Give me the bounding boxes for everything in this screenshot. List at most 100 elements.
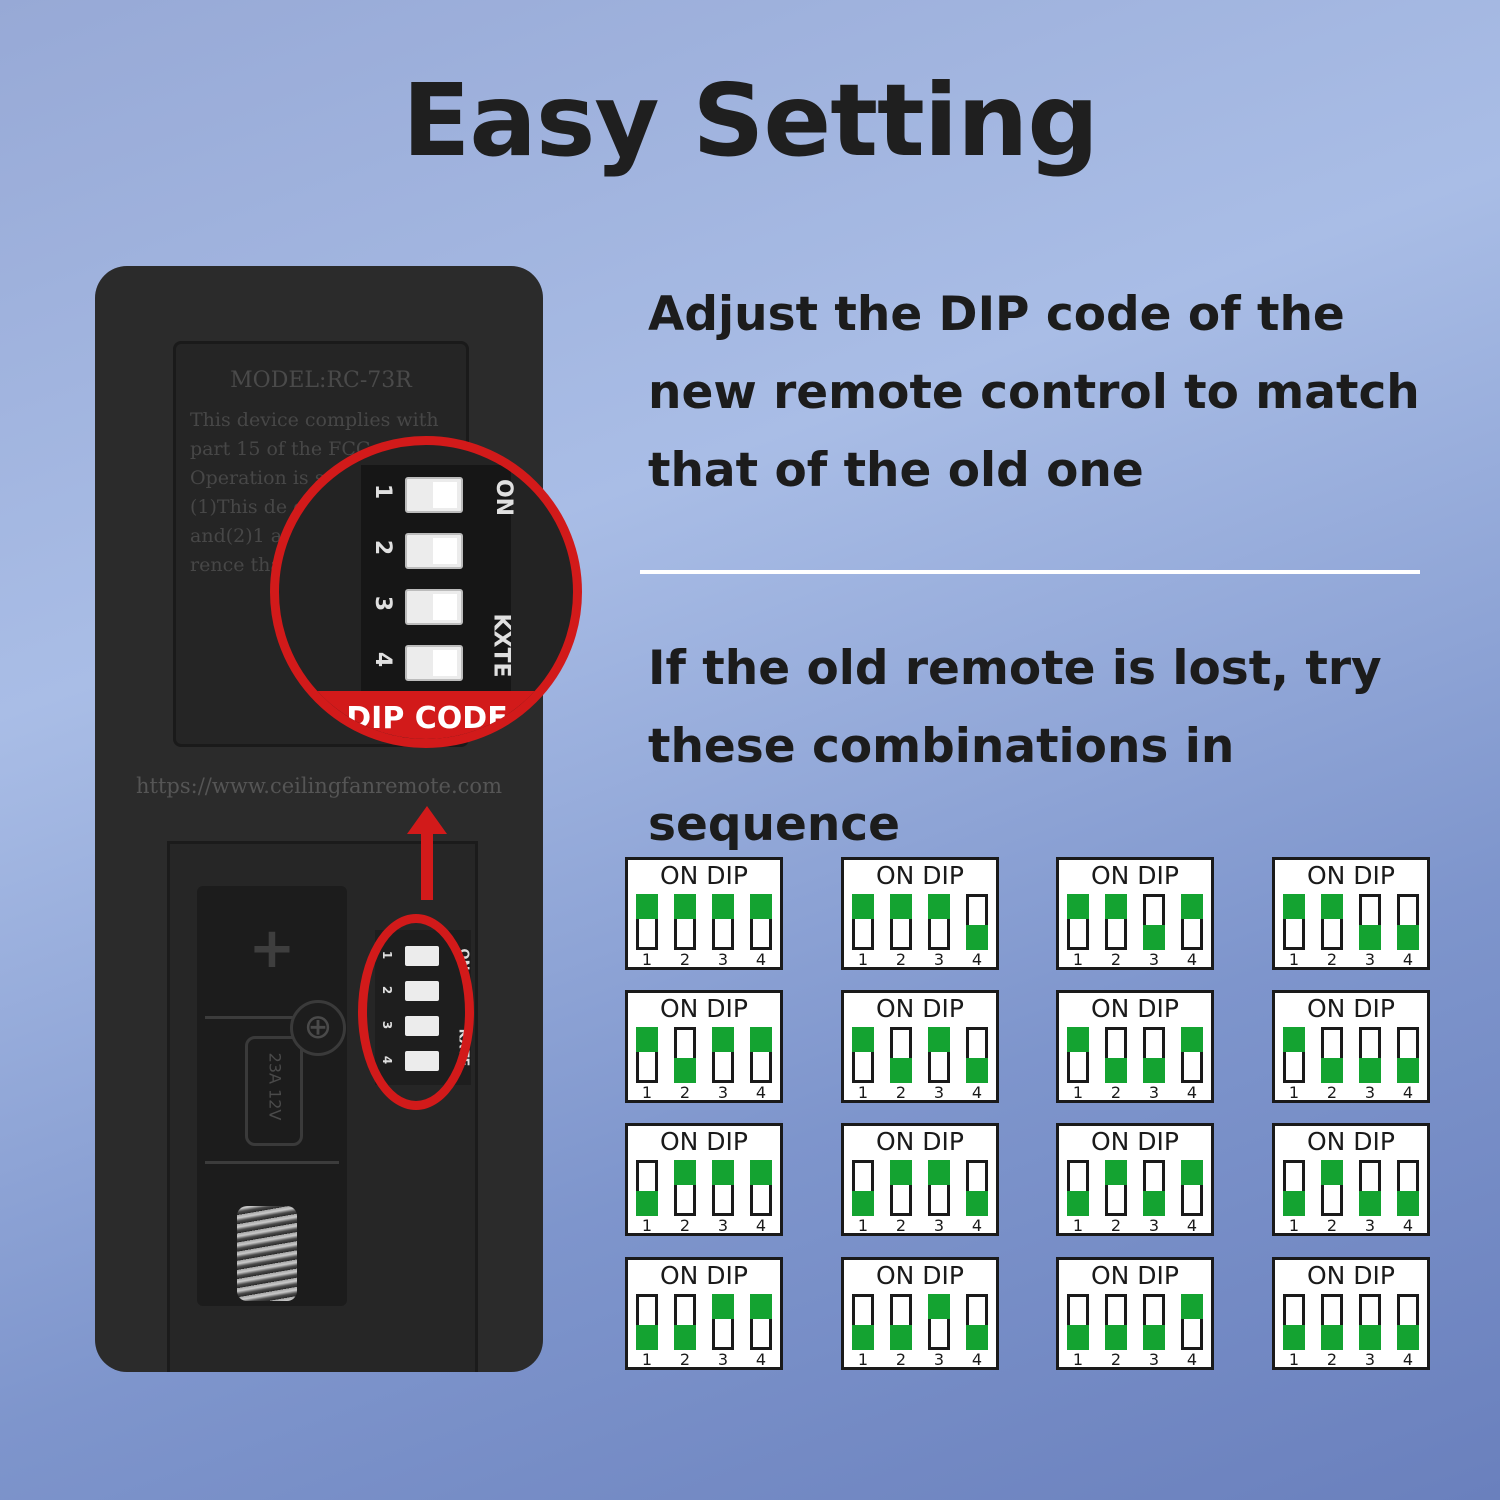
dip-switch-2-off	[890, 1027, 912, 1083]
switch-knob	[1143, 925, 1165, 950]
switch-number: 2	[895, 1350, 907, 1369]
switch-number: 2	[895, 950, 907, 969]
dip-switch-2-off	[890, 1294, 912, 1350]
combination-header: ON DIP	[1306, 861, 1396, 890]
switch-number: 2	[1110, 1083, 1122, 1102]
switch-knob	[636, 1027, 658, 1052]
switch-knob	[890, 1160, 912, 1185]
switch-knob	[1143, 1058, 1165, 1083]
combination-header: ON DIP	[1090, 1261, 1180, 1290]
switch-number: 4	[1186, 1216, 1198, 1235]
switch-knob	[1321, 894, 1343, 919]
dip-switch-1-on	[636, 894, 658, 950]
switch-number: 4	[755, 950, 767, 969]
switch-number: 4	[971, 1216, 983, 1235]
switch-number: 1	[641, 1083, 653, 1102]
dip-switch-2-on	[890, 894, 912, 950]
switch-knob	[1359, 925, 1381, 950]
dip-switch-2-on	[1105, 1160, 1127, 1216]
switch-knob	[1181, 1294, 1203, 1319]
battery-slot: + 23A 12V	[197, 886, 347, 1306]
switch-knob	[712, 1027, 734, 1052]
dip-switch-2-on	[890, 1160, 912, 1216]
combination-header: ON DIP	[659, 994, 749, 1023]
dip-switch-1-on	[1283, 1027, 1305, 1083]
switch-knob	[852, 1325, 874, 1350]
dip-switch-2-off	[1105, 1294, 1127, 1350]
switch-number: 3	[717, 1083, 729, 1102]
dip-switch-4-off	[966, 1027, 988, 1083]
switch-knob	[674, 1058, 696, 1083]
switch-number: 2	[1110, 1216, 1122, 1235]
magnified-dip-switch-1	[405, 477, 463, 513]
switch-on-label: ON	[491, 478, 517, 517]
switch-knob	[636, 1325, 658, 1350]
switch-number: 1	[857, 950, 869, 969]
magnified-switch-number: 4	[370, 651, 396, 668]
dip-switch-1-off	[852, 1294, 874, 1350]
switch-number: 1	[641, 950, 653, 969]
dip-switch-3-off	[1359, 1160, 1381, 1216]
switch-number: 2	[679, 1350, 691, 1369]
switch-number: 1	[1072, 1350, 1084, 1369]
dip-switch-1-off	[1283, 1294, 1305, 1350]
switch-number: 1	[1288, 1216, 1300, 1235]
combination-header: ON DIP	[1306, 1261, 1396, 1290]
plus-icon: +	[248, 916, 296, 981]
dip-code-label: DIP CODE	[346, 701, 508, 736]
switch-number: 2	[1326, 1350, 1338, 1369]
switch-number: 4	[1186, 950, 1198, 969]
magnified-dip-switch-4	[405, 645, 463, 681]
switch-knob	[636, 1191, 658, 1216]
switch-knob	[1321, 1325, 1343, 1350]
battery-compartment: + 23A 12V	[167, 841, 478, 1372]
dip-switch-2-off	[1321, 1027, 1343, 1083]
switch-knob	[1105, 1160, 1127, 1185]
switch-number: 3	[1148, 1083, 1160, 1102]
switch-number: 4	[755, 1216, 767, 1235]
slot-divider	[205, 1161, 339, 1164]
combination-header: ON DIP	[659, 1261, 749, 1290]
switch-number: 1	[1288, 950, 1300, 969]
switch-number: 1	[857, 1216, 869, 1235]
switch-number: 3	[1364, 1350, 1376, 1369]
dip-switch-4-on	[750, 1294, 772, 1350]
dip-switch-1-off	[1283, 1160, 1305, 1216]
switch-knob	[1321, 1058, 1343, 1083]
battery-type-label: 23A 12V	[245, 1036, 303, 1146]
switch-knob	[750, 894, 772, 919]
dip-switch-2-on	[1105, 894, 1127, 950]
switch-number: 3	[1364, 1216, 1376, 1235]
switch-number: 1	[641, 1350, 653, 1369]
dip-switch-3-on	[928, 1027, 950, 1083]
dip-switch-3-off	[1143, 1294, 1165, 1350]
switch-number: 4	[1402, 1083, 1414, 1102]
switch-knob	[712, 894, 734, 919]
dip-switch-4-on	[750, 894, 772, 950]
dip-switch-1-on	[852, 1027, 874, 1083]
switch-knob	[852, 1027, 874, 1052]
switch-number: 2	[679, 1216, 691, 1235]
switch-knob	[674, 1325, 696, 1350]
dip-switch-4-off	[1397, 1160, 1419, 1216]
magnified-switch-number: 3	[370, 595, 396, 612]
dip-switch-3-off	[1143, 1160, 1165, 1216]
switch-knob	[890, 1058, 912, 1083]
dip-switch-1-on	[852, 894, 874, 950]
switch-number: 1	[1072, 950, 1084, 969]
magnified-switch-number: 1	[370, 483, 396, 500]
dip-switch-2-on	[1321, 1160, 1343, 1216]
combination-header: ON DIP	[875, 994, 965, 1023]
dip-switch-1-on	[636, 1027, 658, 1083]
switch-number: 3	[933, 1350, 945, 1369]
dip-switch-1-off	[1067, 1294, 1089, 1350]
dip-switch-3-off	[1359, 894, 1381, 950]
model-number: MODEL:RC-73R	[230, 368, 412, 393]
combination-header: ON DIP	[875, 1261, 965, 1290]
combination-header: ON DIP	[1306, 1127, 1396, 1156]
switch-knob	[852, 1191, 874, 1216]
